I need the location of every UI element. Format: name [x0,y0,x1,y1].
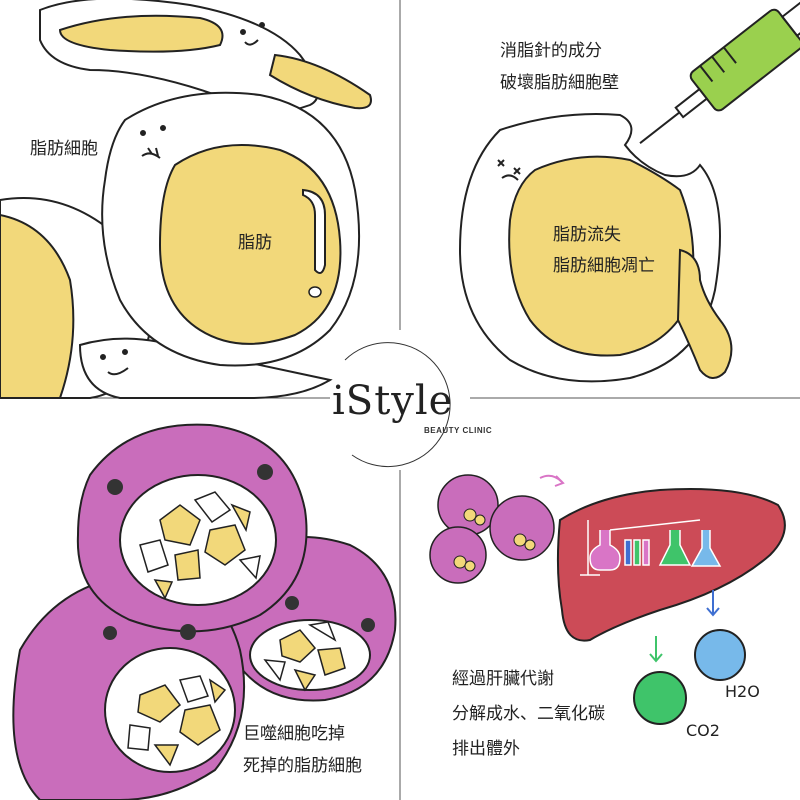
panel-liver [429,474,786,725]
macrophage-caption-line1: 巨噬細胞吃掉 [243,724,345,744]
injection-caption-line1: 消脂針的成分 [500,41,602,61]
panel-macrophages [12,423,397,800]
liver-caption-line2: 分解成水、二氧化碳 [452,704,605,724]
fat-blob [58,14,224,53]
h2o-bubble [694,629,746,681]
fat-cell-label: 脂肪細胞 [30,139,98,159]
liver-caption-line3: 排出體外 [452,739,520,759]
panel-injection [458,0,800,383]
panel-fat-cells [0,0,372,399]
injection-caption-line2: 破壞脂肪細胞壁 [500,73,619,93]
arrow-down-icon [706,590,720,617]
logo-ring [344,342,451,468]
brand-tagline: BEAUTY CLINIC [424,426,493,435]
cell-face [497,159,521,181]
cell-apoptosis-label: 脂肪細胞凋亡 [553,256,655,276]
digested-cells [429,474,555,584]
co2-bubble [633,671,687,725]
cell-face [100,22,265,376]
liver-caption-line1: 經過肝臟代謝 [452,669,554,689]
fat-droplet [158,144,342,345]
h2o-label: H2O [725,682,760,701]
fat-loss-label: 脂肪流失 [553,225,621,245]
fat-drip [676,248,733,379]
nucleus-dots [103,464,375,640]
co2-label: CO2 [686,721,720,740]
brand-logo: iStyle [332,378,454,424]
lab-equipment-icon [580,519,722,576]
arrow-down-icon [649,636,663,663]
fat-debris [127,491,346,767]
fat-leaking [508,155,695,357]
syringe-icon [639,0,800,144]
fat-label: 脂肪 [238,233,272,253]
macrophage-caption-line2: 死掉的脂肪細胞 [243,756,362,776]
